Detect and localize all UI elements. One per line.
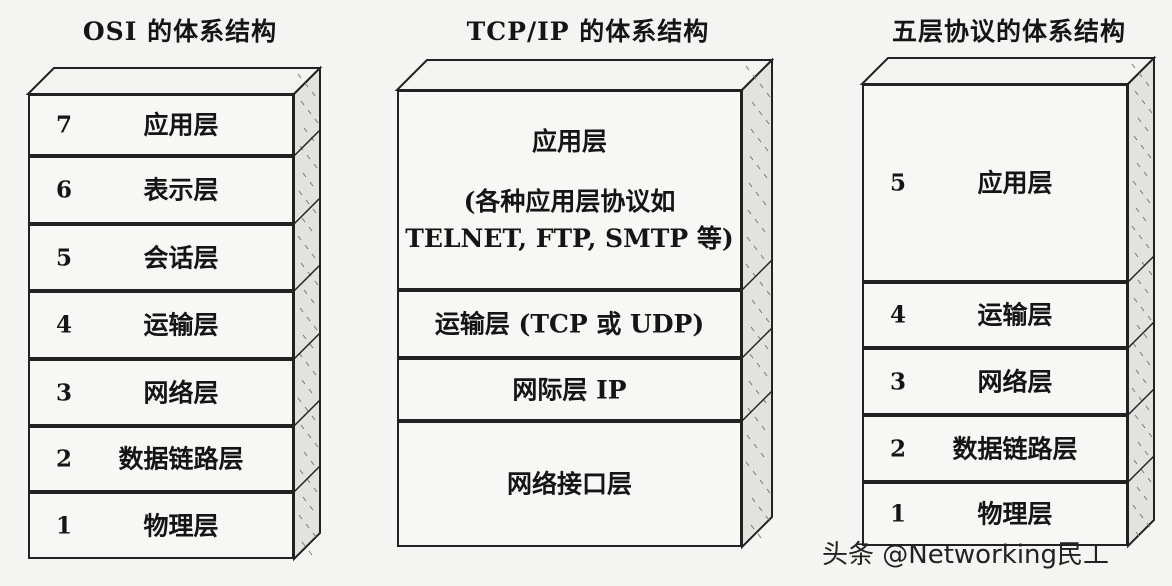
layer-name: 数据链路层 (118, 444, 244, 474)
osi-side-divider (293, 264, 321, 292)
five-layer: 3 网络层 (862, 348, 1128, 415)
five-side-divider (1127, 455, 1155, 483)
layer-name: 应用层 (143, 110, 219, 140)
watermark: 头条 @Networking民工 (822, 540, 1110, 570)
tcpip-layer: 应用层 (各种应用层协议如 TELNET, FTP, SMTP 等) (397, 90, 742, 290)
osi-stack: 7 应用层 6 表示层 5 会话层 4 运输层 3 网络层 2 数据链路层 1 物理层 (25, 65, 323, 562)
layer-name-block: 运输层 (904, 296, 1126, 334)
layer-name-block: 网际层 IP (399, 371, 740, 409)
layer-name-block: 会话层 (70, 239, 292, 277)
layer-name: 网际层 IP (512, 374, 627, 404)
layer-name: 应用层 (977, 168, 1053, 198)
layer-name: 运输层 (143, 310, 219, 340)
osi-layer: 3 网络层 (28, 359, 294, 426)
osi-side-face (293, 65, 321, 562)
layer-name: 网络接口层 (506, 469, 632, 499)
five-box-3d (859, 55, 1157, 549)
layer-name-block: 物理层 (70, 507, 292, 545)
layer-number: 6 (56, 176, 73, 204)
osi-layer: 4 运输层 (28, 291, 294, 359)
layer-name: 物理层 (143, 510, 219, 540)
tcpip-side-divider (741, 259, 773, 291)
osi-side-divider (293, 332, 321, 360)
five-layer: 5 应用层 (862, 84, 1128, 282)
layer-number: 4 (56, 311, 73, 339)
tcpip-box-3d (394, 57, 775, 550)
layer-name: 数据链路层 (952, 433, 1078, 463)
layer-name-block: 运输层 (TCP 或 UDP) (399, 305, 740, 343)
layer-name-block: 数据链路层 (70, 440, 292, 478)
tcpip-side-divider (741, 327, 773, 359)
layer-number: 2 (890, 435, 907, 462)
layer-name-block: 网络层 (904, 363, 1126, 401)
layer-number: 1 (56, 512, 73, 539)
five-side-divider (1127, 321, 1155, 349)
five-side-divider (1127, 388, 1155, 416)
tcpip-top-face (394, 59, 775, 91)
layer-description: TELNET, FTP, SMTP 等) (405, 223, 734, 253)
layer-name: 网络层 (977, 366, 1053, 396)
layer-name: 网络层 (143, 377, 219, 407)
five-side-face (1127, 55, 1155, 549)
osi-layer: 7 应用层 (28, 94, 294, 156)
layer-name-block: 应用层 (各种应用层协议如 TELNET, FTP, SMTP 等) (399, 123, 740, 258)
osi-top-face (25, 67, 323, 95)
tcpip-layer: 网际层 IP (397, 358, 742, 421)
tcpip-layer: 运输层 (TCP 或 UDP) (397, 290, 742, 358)
five-layer: 1 物理层 (862, 482, 1128, 546)
five-layer: 4 运输层 (862, 282, 1128, 348)
layer-number: 5 (890, 169, 907, 197)
five-side-divider (1127, 255, 1155, 283)
tcpip-side-face (741, 57, 773, 550)
osi-box-3d (25, 65, 323, 562)
layer-number: 5 (56, 244, 73, 271)
layer-name: 物理层 (977, 499, 1053, 529)
layer-number: 4 (890, 301, 907, 329)
five-top-face (859, 57, 1157, 85)
five-title: 五层协议的体系结构 (891, 17, 1127, 46)
layer-name-block: 网络层 (70, 374, 292, 412)
tcpip-title: TCP/IP 的体系结构 (466, 17, 710, 46)
layer-name: 会话层 (143, 242, 219, 272)
layer-name-block: 表示层 (70, 171, 292, 209)
osi-layer: 5 会话层 (28, 224, 294, 291)
tcpip-layer: 网络接口层 (397, 421, 742, 547)
tcpip-stack: 应用层 (各种应用层协议如 TELNET, FTP, SMTP 等) 运输层 (TCP… (394, 57, 775, 550)
layer-name-block: 应用层 (904, 164, 1126, 202)
layer-name-block: 数据链路层 (904, 430, 1126, 468)
layer-number: 2 (56, 445, 73, 473)
layer-name-block: 运输层 (70, 306, 292, 344)
osi-side-divider (293, 197, 321, 225)
layer-number: 1 (890, 500, 907, 528)
osi-side-divider (293, 129, 321, 157)
osi-layer: 6 表示层 (28, 156, 294, 224)
layer-name: 运输层 (TCP 或 UDP) (434, 309, 705, 339)
layer-number: 7 (56, 111, 73, 139)
layer-number: 3 (56, 379, 73, 406)
layer-description: (各种应用层协议如 (463, 186, 676, 216)
layer-name: 应用层 (531, 126, 607, 156)
osi-layer: 1 物理层 (28, 492, 294, 559)
layer-name-block: 网络接口层 (399, 465, 740, 503)
layer-name: 表示层 (143, 175, 219, 205)
layer-name-block: 应用层 (70, 106, 292, 144)
layer-number: 3 (890, 368, 907, 395)
osi-title: OSI 的体系结构 (82, 17, 278, 46)
five-layer: 2 数据链路层 (862, 415, 1128, 482)
osi-side-divider (293, 399, 321, 427)
osi-side-divider (293, 465, 321, 493)
osi-layer: 2 数据链路层 (28, 426, 294, 492)
layer-name: 运输层 (977, 300, 1053, 330)
layer-name-block: 物理层 (904, 495, 1126, 533)
tcpip-side-divider (741, 390, 773, 422)
five-stack: 5 应用层 4 运输层 3 网络层 2 数据链路层 1 物理层 (859, 55, 1157, 549)
